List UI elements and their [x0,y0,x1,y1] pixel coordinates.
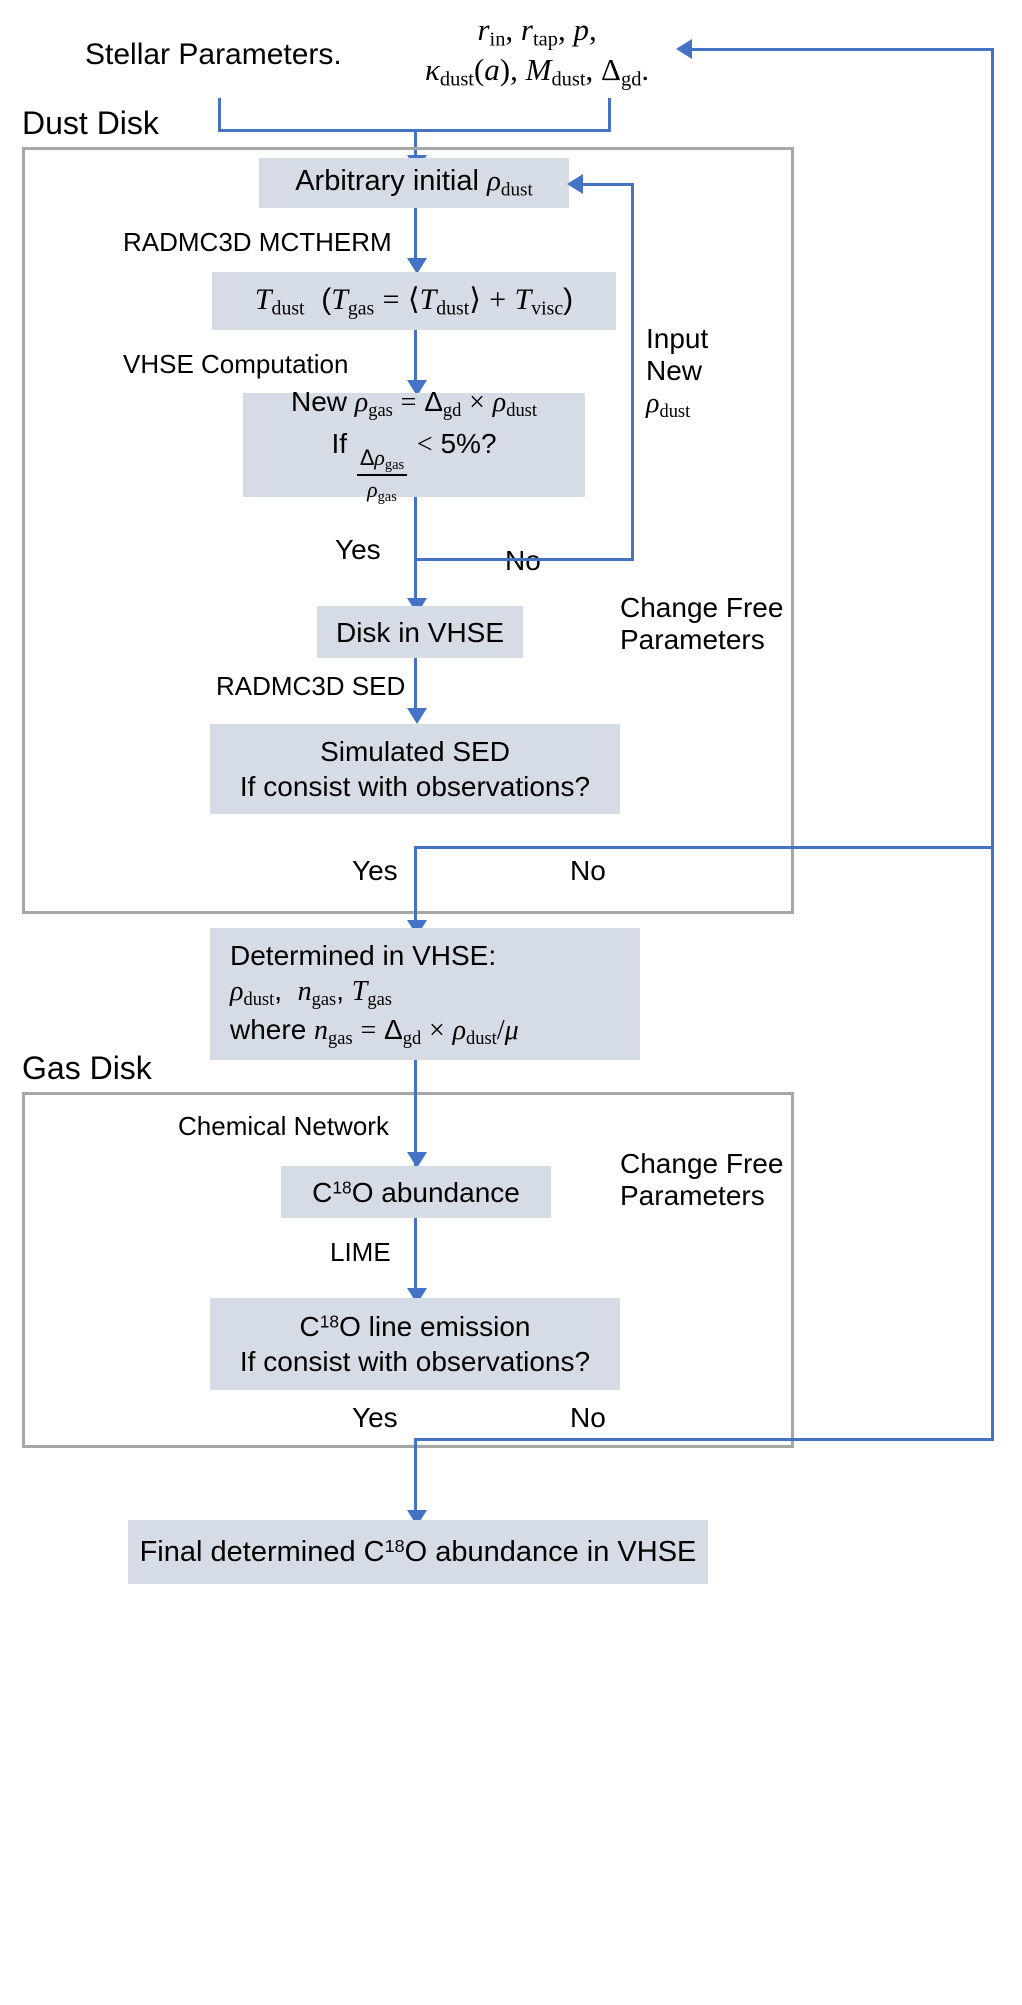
outer-right-rail-gas [991,846,994,1441]
input-new-density-line1: Input [646,323,709,354]
dust-disk-group-box [22,147,794,914]
arrow-yes-to-diskvhse-line [414,558,417,606]
change-free-parameters-gas-label: Change Free Parameters [620,1148,783,1212]
yes-label-gas: Yes [352,1402,398,1433]
arrow-to-abundance-head [407,1152,427,1168]
arrow-sed-to-determined-line [414,846,417,928]
change-free-gas-line1: Change Free [620,1148,784,1179]
box-dust-temperature: Tdust (Tgas = ⟨Tdust⟩ + Tvisc) [212,272,616,330]
change-free-dust-line1: Change Free [620,592,784,623]
box-c18o-abundance: C18O abundance [281,1166,551,1218]
loop-inner-bottom-line [414,558,634,561]
free-parameters-line2: κdust(a), Mdust, Δgd. [425,52,650,91]
loop-inner-down-line [414,497,417,561]
dust-disk-group-label: Dust Disk [22,105,159,141]
change-free-dust-line2: Parameters [620,624,765,656]
input-bracket-right [608,98,611,132]
box-disk-in-vhse-text: Disk in VHSE [335,616,505,648]
box-determined-line2: ρdust, ngas, Tgas [230,975,392,1010]
no-label-vhse: No [505,545,541,576]
change-free-parameters-dust-label: Change Free Parameters [620,592,783,656]
no-label-gas: No [570,1402,606,1433]
box-final-abundance: Final determined C18O abundance in VHSE [128,1520,708,1584]
box-new-gas-density: New ρgas = Δgd × ρdust If Δρgas ρgas < 5… [243,386,585,505]
box-determined-line3: where ngas = Δgd × ρdust/μ [230,1013,519,1048]
box-disk-in-vhse: Disk in VHSE [317,606,523,658]
vhse-computation-label: VHSE Computation [123,349,349,379]
outer-top-return-line [690,48,994,51]
box-arbitrary-initial-density-text: Arbitrary initial ρdust [295,165,533,201]
box-simulated-sed-line2: If consist with observations? [239,771,591,802]
box-simulated-sed: Simulated SED If consist with observatio… [210,724,620,814]
arrow-diskvhse-to-sed-line [414,658,417,714]
lime-label: LIME [330,1237,391,1267]
input-bracket-left [218,98,221,132]
arrow-determined-to-chem-line [414,1060,417,1170]
box-new-gas-density-line1: New ρgas = Δgd × ρdust [290,385,537,420]
yes-label-sed: Yes [352,855,398,886]
outer-right-rail-dust [991,48,994,848]
no-label-sed: No [570,855,606,886]
stellar-parameters-label: Stellar Parameters. [85,38,342,71]
gas-disk-group-label: Gas Disk [22,1050,152,1086]
box-new-gas-density-line2: If Δρgas ρgas < 5%? [331,428,497,506]
box-c18o-abundance-text: C18O abundance [312,1176,520,1208]
input-to-initial-arrow-line [414,129,417,159]
arrow-tdust-to-rhogas-head [407,380,427,396]
chemical-network-label: Chemical Network [178,1111,389,1141]
box-c18o-line-emission-line2: If consist with observations? [239,1346,591,1377]
box-final-abundance-text: Final determined C18O abundance in VHSE [139,1535,697,1568]
arrow-initial-to-tdust-head [407,258,427,274]
box-simulated-sed-line1: Simulated SED [320,736,510,767]
arrow-tdust-to-rhogas-line [414,330,417,386]
loop-inner-right-line [631,183,634,561]
sed-no-horizontal-line [414,846,994,849]
arrow-abundance-to-line-line [414,1218,417,1294]
input-new-density-line2: New [646,355,703,387]
yes-label-vhse: Yes [335,534,381,565]
arrow-gas-to-final-line [414,1438,417,1516]
input-new-density-label: Input New ρdust [646,323,708,423]
loop-inner-top-line [582,183,634,186]
box-arbitrary-initial-density: Arbitrary initial ρdust [259,158,569,208]
box-c18o-line-emission-line1: C18O line emission [299,1311,531,1342]
gas-no-horizontal-line [414,1438,994,1441]
box-determined-in-vhse: Determined in VHSE: ρdust, ngas, Tgas wh… [210,928,640,1060]
gas-disk-group-box [22,1092,794,1448]
loop-inner-arrowhead [567,174,583,194]
radmc3d-sed-label: RADMC3D SED [216,671,406,701]
free-parameters-label: rin, rtap, p, κdust(a), Mdust, Δgd. [425,12,649,92]
arrow-initial-to-tdust-line [414,208,417,264]
arrow-diskvhse-to-sed-head [407,708,427,724]
radmc3d-mctherm-label: RADMC3D MCTHERM [123,227,392,257]
change-free-gas-line2: Parameters [620,1180,765,1212]
outer-return-arrowhead [676,39,692,59]
box-c18o-line-emission: C18O line emission If consist with obser… [210,1298,620,1390]
free-parameters-line1: rin, rtap, p, [477,12,597,51]
input-new-density-line3: ρdust [646,388,691,422]
box-determined-line1: Determined in VHSE: [230,940,497,972]
box-dust-temperature-text: Tdust (Tgas = ⟨Tdust⟩ + Tvisc) [254,282,574,320]
